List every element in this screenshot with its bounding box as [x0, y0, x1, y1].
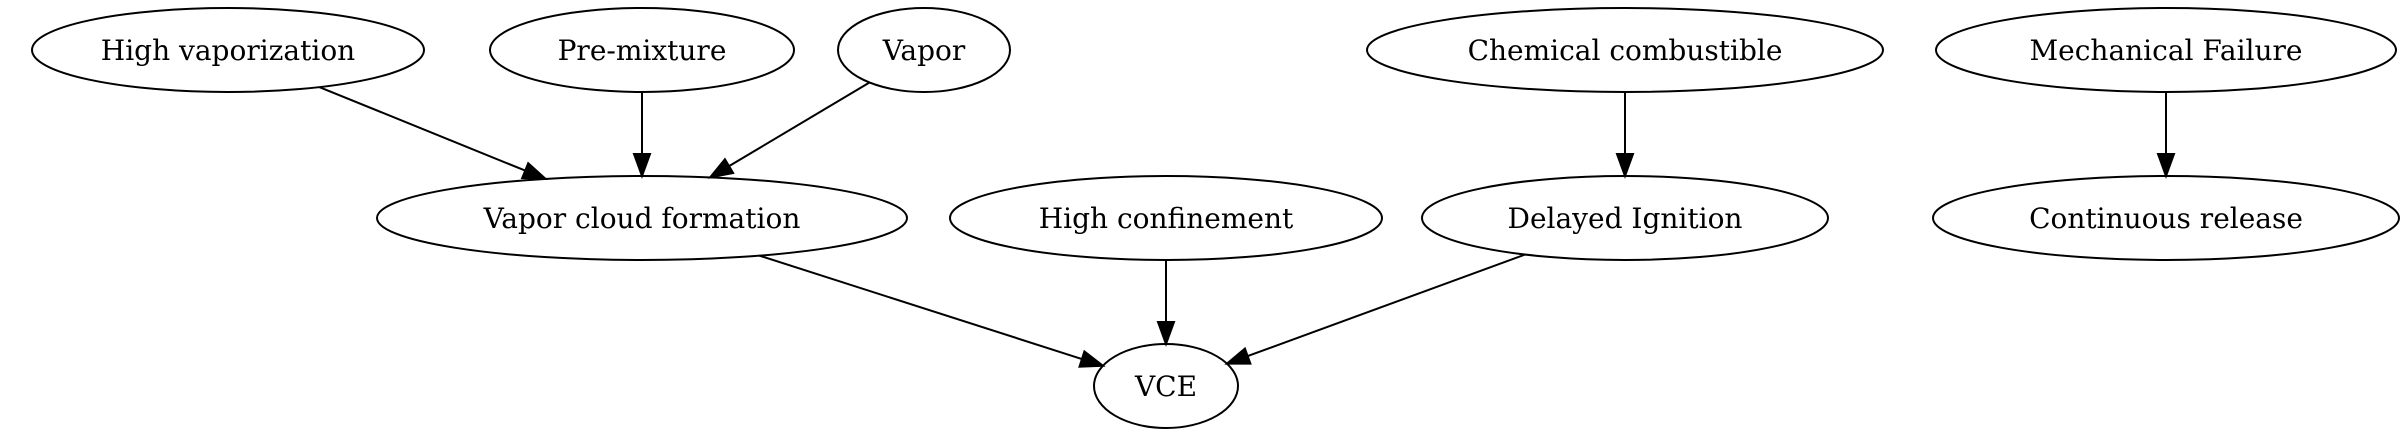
edge-vapor-cloud-formation-to-vce — [759, 254, 1106, 368]
node-vce: VCE — [1093, 343, 1239, 429]
node-shape — [376, 175, 908, 261]
node-label: Mechanical Failure — [2030, 34, 2303, 67]
node-high-vaporization: High vaporization — [31, 7, 425, 93]
edge-pre-mixture-to-vapor-cloud-formation — [632, 92, 652, 179]
node-chemical-combustible: Chemical combustible — [1366, 7, 1884, 93]
node-label: Vapor cloud formation — [483, 202, 801, 235]
edge-high-confinement-to-vce — [1156, 260, 1176, 347]
edge-vapor-to-vapor-cloud-formation — [707, 81, 870, 179]
edge-chemical-combustible-to-delayed-ignition — [1615, 92, 1635, 179]
node-shape — [1366, 7, 1884, 93]
edge-line — [728, 81, 870, 168]
node-label: VCE — [1134, 370, 1197, 403]
node-vapor: Vapor — [837, 7, 1011, 93]
nodes-layer: High vaporization Pre-mixture Vapor Chemica… — [31, 7, 2400, 429]
node-label: Vapor — [882, 34, 966, 67]
edge-line — [759, 254, 1083, 361]
node-shape — [1935, 7, 2397, 93]
node-shape — [31, 7, 425, 93]
node-shape — [1093, 343, 1239, 429]
edge-high-vaporization-to-vapor-cloud-formation — [319, 86, 549, 180]
arrowhead — [1224, 346, 1252, 365]
node-delayed-ignition: Delayed Ignition — [1421, 175, 1829, 261]
node-mechanical-failure: Mechanical Failure — [1935, 7, 2397, 93]
node-label: Delayed Ignition — [1508, 202, 1743, 235]
node-shape — [837, 7, 1011, 93]
edges-layer — [319, 81, 2176, 368]
arrowhead — [632, 153, 652, 179]
node-label: High confinement — [1039, 202, 1294, 235]
node-continuous-release: Continuous release — [1932, 175, 2400, 261]
node-label: Chemical combustible — [1468, 34, 1783, 67]
node-shape — [1932, 175, 2400, 261]
arrowhead — [2156, 153, 2176, 179]
arrowhead — [707, 157, 735, 179]
edge-line — [319, 86, 526, 172]
arrowhead — [520, 161, 549, 180]
node-shape — [489, 7, 795, 93]
arrowhead — [1156, 321, 1176, 347]
edge-line — [1247, 253, 1526, 358]
node-vapor-cloud-formation: Vapor cloud formation — [376, 175, 908, 261]
arrowhead — [1615, 153, 1635, 179]
node-shape — [1421, 175, 1829, 261]
node-label: High vaporization — [101, 34, 355, 67]
edge-mechanical-failure-to-continuous-release — [2156, 92, 2176, 179]
node-pre-mixture: Pre-mixture — [489, 7, 795, 93]
node-label: Pre-mixture — [558, 34, 727, 67]
node-label: Continuous release — [2029, 202, 2303, 235]
node-shape — [949, 175, 1383, 261]
node-high-confinement: High confinement — [949, 175, 1383, 261]
arrowhead — [1078, 349, 1106, 368]
edge-delayed-ignition-to-vce — [1224, 253, 1526, 365]
